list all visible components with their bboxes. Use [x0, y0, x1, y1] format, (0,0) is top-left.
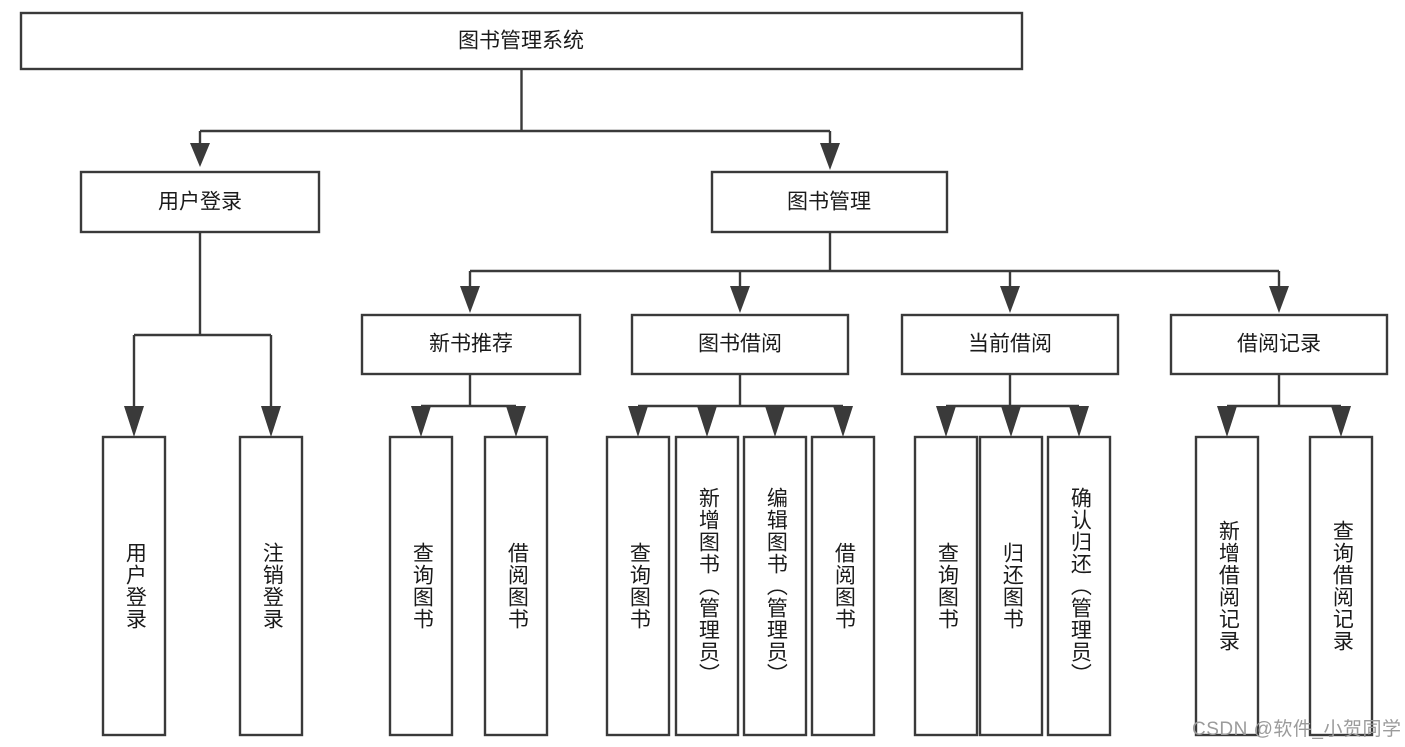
- arrow-leaf-br-1: [1217, 406, 1237, 437]
- leaf-box-logout[interactable]: [238, 435, 304, 737]
- arrow-leaf-cb-1: [936, 406, 956, 437]
- node-borrow-records[interactable]: 借阅记录: [1169, 313, 1389, 376]
- arrow-book-borrow: [730, 286, 750, 313]
- node-book-borrow[interactable]: 图书借阅: [630, 313, 850, 376]
- arrow-leaf-cb-2: [1001, 406, 1021, 437]
- node-book-manage-box[interactable]: [710, 170, 949, 234]
- node-root-label: 图书管理系统: [458, 30, 584, 53]
- arrow-borrow-records: [1269, 286, 1289, 313]
- arrow-leaf-br-2: [1331, 406, 1351, 437]
- arrow-leaf-bb-2: [697, 406, 717, 437]
- leaf-box-bb-add[interactable]: [674, 435, 740, 737]
- node-user-login-label: 用户登录: [158, 191, 242, 214]
- node-current-borrow-box[interactable]: [900, 313, 1120, 376]
- connector-layer: [124, 69, 1351, 437]
- node-book-manage[interactable]: 图书管理: [710, 170, 949, 234]
- arrow-book-manage: [820, 143, 840, 170]
- leaf-box-nbr-borrow[interactable]: [483, 435, 549, 737]
- arrow-leaf-cb-3: [1069, 406, 1089, 437]
- leaf-boxes: [101, 435, 1374, 737]
- watermark-text: CSDN @软件_小贺同学: [1192, 719, 1402, 740]
- node-borrow-records-box[interactable]: [1169, 313, 1389, 376]
- arrow-leaf-bb-3: [765, 406, 785, 437]
- leaf-box-br-query[interactable]: [1308, 435, 1374, 737]
- leaf-box-br-add[interactable]: [1194, 435, 1260, 737]
- leaf-box-cb-return[interactable]: [978, 435, 1044, 737]
- leaf-box-cb-confirm[interactable]: [1046, 435, 1112, 737]
- node-new-book-recommend-label: 新书推荐: [429, 333, 513, 356]
- arrow-leaf-logout: [261, 406, 281, 437]
- leaf-box-user-login[interactable]: [101, 435, 167, 737]
- node-current-borrow[interactable]: 当前借阅: [900, 313, 1120, 376]
- arrow-current-borrow: [1000, 286, 1020, 313]
- node-user-login[interactable]: 用户登录: [79, 170, 321, 234]
- node-book-manage-label: 图书管理: [787, 191, 871, 214]
- node-current-borrow-label: 当前借阅: [968, 333, 1052, 356]
- leaf-box-bb-borrow[interactable]: [810, 435, 876, 737]
- arrow-leaf-nbr-2: [506, 406, 526, 437]
- node-root[interactable]: 图书管理系统: [19, 11, 1024, 71]
- arrow-leaf-nbr-1: [411, 406, 431, 437]
- arrow-leaf-bb-1: [628, 406, 648, 437]
- node-user-login-box[interactable]: [79, 170, 321, 234]
- node-book-borrow-box[interactable]: [630, 313, 850, 376]
- node-new-book-recommend[interactable]: 新书推荐: [360, 313, 582, 376]
- leaf-box-bb-edit[interactable]: [742, 435, 808, 737]
- leaf-box-nbr-query[interactable]: [388, 435, 454, 737]
- node-book-borrow-label: 图书借阅: [698, 333, 782, 356]
- arrow-leaf-bb-4: [833, 406, 853, 437]
- arrow-leaf-user-login: [124, 406, 144, 437]
- node-borrow-records-label: 借阅记录: [1237, 333, 1321, 356]
- node-root-box[interactable]: [19, 11, 1024, 71]
- arrow-user-login: [190, 143, 210, 167]
- leaf-box-bb-query[interactable]: [605, 435, 671, 737]
- arrow-new-book-recommend: [460, 286, 480, 313]
- node-new-book-recommend-box[interactable]: [360, 313, 582, 376]
- leaf-box-cb-query[interactable]: [913, 435, 979, 737]
